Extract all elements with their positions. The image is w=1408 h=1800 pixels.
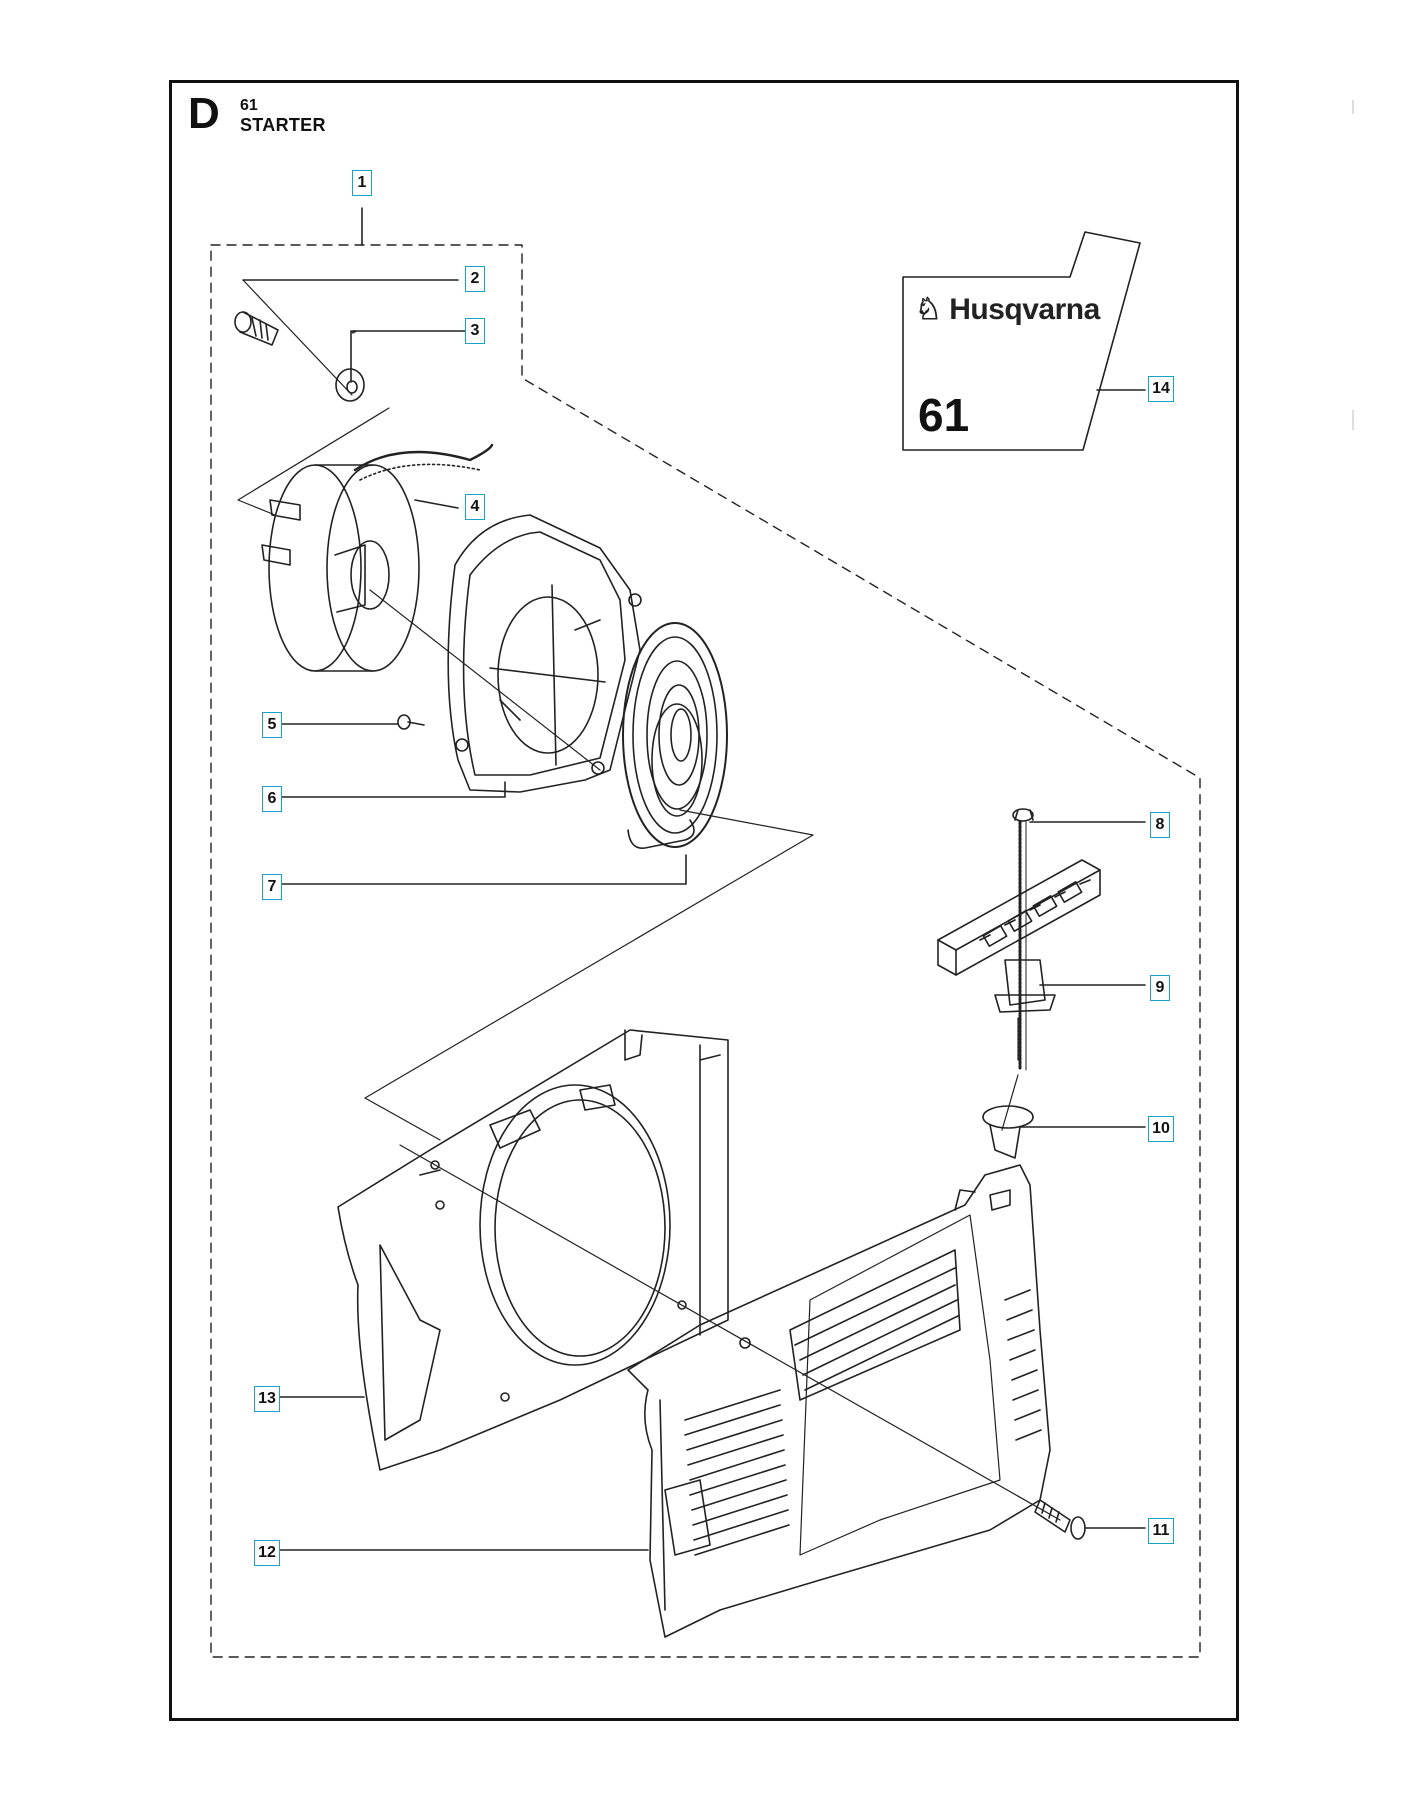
leader-4 [414, 499, 459, 509]
callout-8[interactable]: 8 [1150, 812, 1170, 838]
callout-6[interactable]: 6 [262, 786, 282, 812]
part-starter-cover-12 [627, 1164, 1051, 1638]
brand-name: Husqvarna [949, 293, 1100, 326]
crown-icon: ♘ [915, 293, 942, 326]
part-washer-3 [335, 368, 365, 402]
callout-11[interactable]: 11 [1148, 1518, 1174, 1544]
callout-7[interactable]: 7 [262, 874, 282, 900]
leader-3 [352, 330, 357, 334]
part-housing-6 [447, 514, 642, 793]
section-title: STARTER [240, 115, 326, 135]
callout-4[interactable]: 4 [465, 494, 485, 520]
callout-13[interactable]: 13 [254, 1386, 280, 1412]
kit-boundary [210, 244, 1201, 1658]
husqvarna-logo: ♘ Husqvarna [915, 292, 1100, 327]
part-decal-14 [902, 231, 1141, 451]
callout-9[interactable]: 9 [1150, 975, 1170, 1001]
part-spring-7 [622, 622, 728, 849]
part-screw-11 [1034, 1499, 1086, 1540]
page-edge-mark [1352, 100, 1354, 114]
section-letter: D [188, 89, 220, 138]
callout-2[interactable]: 2 [465, 266, 485, 292]
callout-14[interactable]: 14 [1148, 376, 1174, 402]
part-bushing-10 [982, 1105, 1034, 1159]
callout-5[interactable]: 5 [262, 712, 282, 738]
part-inner-plate-13 [337, 1029, 729, 1471]
callout-10[interactable]: 10 [1148, 1116, 1174, 1142]
part-screw-5 [397, 714, 425, 730]
part-rope-8 [1012, 808, 1034, 1072]
part-handle-9 [937, 859, 1101, 1013]
callout-3[interactable]: 3 [465, 318, 485, 344]
page-edge-mark [1352, 410, 1354, 430]
leader-6 [277, 781, 506, 798]
diagram-frame [169, 80, 1239, 1721]
part-screw-2 [234, 311, 279, 346]
callout-1[interactable]: 1 [352, 170, 372, 196]
leader-7 [277, 854, 687, 885]
part-pulley-4 [261, 443, 494, 672]
callout-12[interactable]: 12 [254, 1540, 280, 1566]
section-number: 61 [240, 97, 258, 114]
decal-model-number: 61 [918, 389, 970, 441]
